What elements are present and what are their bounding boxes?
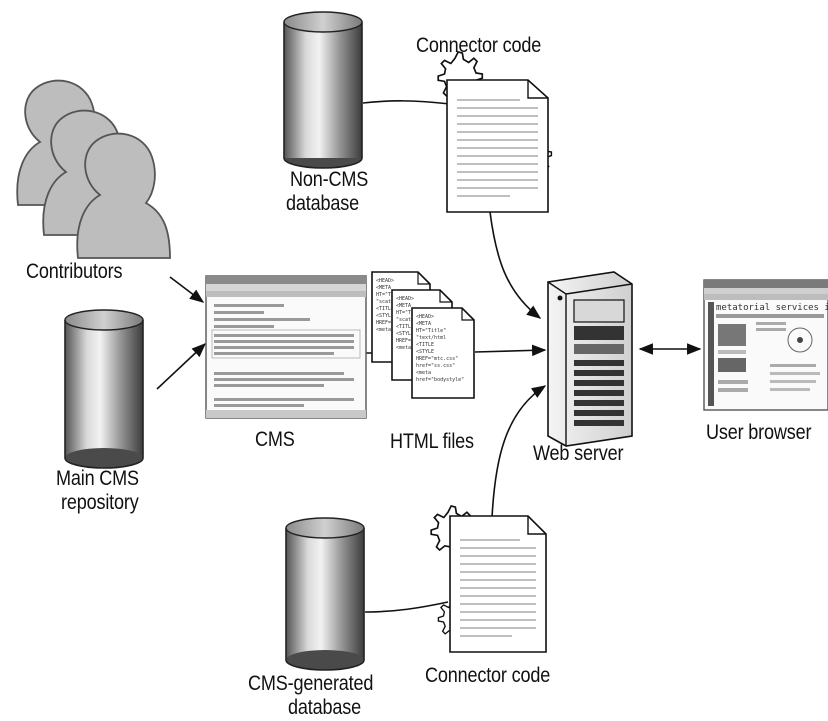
svg-text:<TITLE: <TITLE [376,306,394,312]
svg-text:"text/html: "text/html [416,335,446,341]
arrow-connector-bottom-to-webserver [491,385,547,519]
connector-code-bottom-label: Connector code [425,664,551,687]
web-server-icon [547,271,633,447]
svg-text:<META: <META [376,285,391,291]
svg-text:HREF=: HREF= [376,320,391,326]
svg-text:<TITLE: <TITLE [396,324,414,330]
non-cms-database-label-line2: database [286,192,359,215]
svg-text:HREF="mtc.css": HREF="mtc.css" [416,356,458,362]
user-browser-screen-icon: metatorial services inc. [703,279,828,411]
svg-text:HT="Title": HT="Title" [376,292,406,298]
svg-text:"scat: "scat [376,299,391,305]
browser-page-heading: metatorial services inc. [716,303,828,313]
svg-text:<STYLE: <STYLE [416,349,434,355]
connector-code-top-icon [437,51,553,213]
svg-text:<HEAD>: <HEAD> [376,278,394,284]
arrow-contributors-to-cms [169,276,205,303]
svg-text:<meta: <meta [396,345,411,351]
connection-lines [156,100,702,613]
svg-text:<STYL: <STYL [396,331,411,337]
svg-text:<HEAD>: <HEAD> [396,296,414,302]
svg-text:<TITLE: <TITLE [416,342,434,348]
svg-text:HREF=: HREF= [396,338,411,344]
svg-text:HT="Title": HT="Title" [396,310,426,316]
connector-code-bottom-icon [430,505,547,653]
user-browser-label: User browser [706,421,812,444]
main-cms-repository-label-line1: Main CMS [56,467,139,490]
arrow-connector-top-to-webserver [489,211,542,319]
svg-text:"scat: "scat [396,317,411,323]
web-server-label: Web server [533,442,624,465]
svg-text:href="ss.css": href="ss.css" [416,363,455,369]
cms-generated-database-label-line2: database [288,696,361,719]
svg-text:<meta: <meta [416,370,431,376]
contributors-icon [16,79,171,259]
main-cms-repository-icon [64,309,144,469]
non-cms-database-icon [283,11,363,169]
line-noncms-to-connector [362,100,451,105]
arrow-html-to-webserver [474,344,547,357]
svg-text:<META: <META [396,303,411,309]
svg-text:href="bodystyle": href="bodystyle" [416,377,464,383]
cms-generated-database-label-line1: CMS-generated [248,672,374,695]
svg-text:<HEAD>: <HEAD> [416,314,434,320]
svg-text:<META: <META [416,321,431,327]
non-cms-database-label-line1: Non-CMS [290,168,369,191]
line-cmsgen-to-connector [364,601,449,613]
svg-text:<STYL: <STYL [376,313,391,319]
html-files-label: HTML files [390,430,474,453]
cms-label: CMS [255,428,295,451]
cms-screen-icon [205,275,367,419]
contributors-label: Contributors [26,260,123,283]
cms-generated-database-icon [285,517,365,671]
main-cms-repository-label-line2: repository [61,491,139,514]
html-files-icon: <HEAD><META HT="Title""scat <TITLE<STYL … [371,271,475,399]
arrow-repository-to-cms [156,343,207,390]
svg-text:HT="Title": HT="Title" [416,328,446,334]
connector-code-top-label: Connector code [416,34,542,57]
svg-text:<meta: <meta [376,327,391,333]
